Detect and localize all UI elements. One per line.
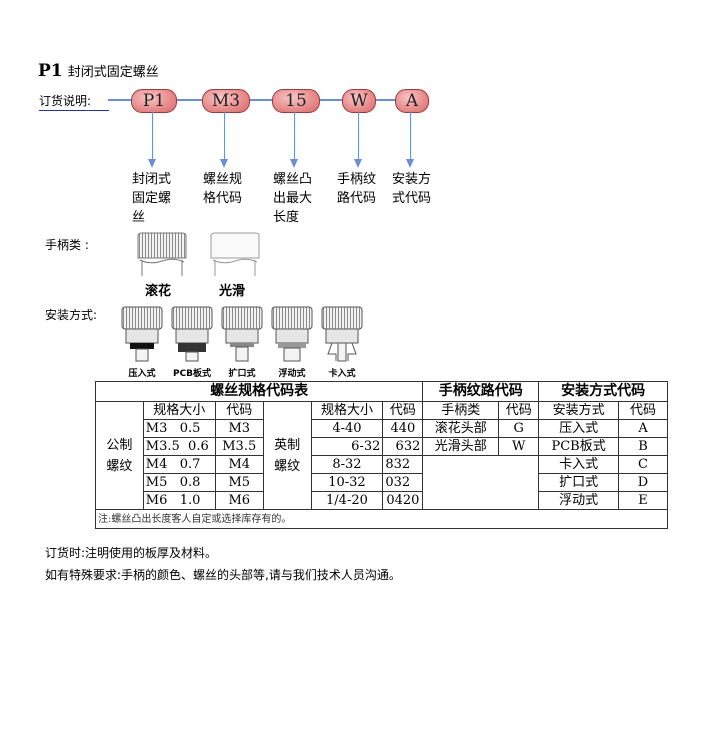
table-note: 注:螺丝凸出长度客人自定或选择库存有的。: [95, 509, 668, 529]
order-note: 订货时:注明使用的板厚及材料。: [45, 546, 218, 560]
col-size-metric: 规格大小: [142, 401, 216, 420]
snap-in-image: [321, 306, 363, 362]
col-code-imperial: 代码: [382, 401, 424, 420]
code-pill-install: A: [395, 89, 429, 113]
arrow-line: [224, 112, 225, 160]
table-row: M4 0.7 M4 8-32 832 卡入式 C: [96, 455, 668, 474]
desc-length: 螺丝凸 出最大 长度: [273, 172, 313, 225]
smooth-knob-image: [210, 232, 260, 276]
code-connector: [108, 99, 428, 101]
pattern-header: 手柄纹路代码: [422, 381, 540, 402]
special-request-note: 如有特殊要求:手柄的颜色、螺丝的头部等,请与我们技术人员沟通。: [45, 568, 401, 582]
code-pill-series: P1: [131, 89, 177, 113]
flare-mount-image: [221, 306, 263, 362]
pcb-mount-image: [171, 306, 213, 362]
mount-label-snap: 卡入式: [328, 369, 356, 379]
product-code: P1: [38, 61, 63, 81]
product-title: 封闭式固定螺丝: [67, 65, 159, 80]
arrow-head: [220, 159, 228, 168]
arrow-line: [294, 112, 295, 160]
col-install-type: 安装方式: [538, 401, 620, 420]
col-code-metric: 代码: [214, 401, 264, 420]
page-title: P1 封闭式固定螺丝: [38, 61, 159, 81]
smooth-label: 光滑: [219, 283, 246, 298]
code-pill-pattern: W: [342, 89, 376, 113]
col-size-imperial: 规格大小: [310, 401, 384, 420]
floating-mount-image: [271, 306, 313, 362]
arrow-head: [148, 159, 156, 168]
press-fit-image: [121, 306, 163, 362]
col-pattern-code: 代码: [498, 401, 540, 420]
spec-header: 螺丝规格代码表: [94, 381, 424, 402]
mounting-label: 安装方式:: [45, 308, 98, 322]
col-install-code: 代码: [618, 401, 668, 420]
arrow-line: [410, 112, 411, 160]
mount-label-floating: 浮动式: [278, 369, 306, 379]
mount-label-pcb: PCB板式: [172, 369, 212, 379]
desc-install: 安装方 式代码: [392, 172, 432, 206]
metric-label: 公制 螺纹: [95, 401, 144, 510]
spec-table: 螺丝规格代码表 手柄纹路代码 安装方式代码 公制 螺纹 规格大小 代码 英制 螺…: [94, 381, 668, 529]
table-row: M6 1.0 M6 1/4-20 0420 浮动式 E: [96, 491, 668, 510]
arrow-line: [152, 112, 153, 160]
arrow-head: [354, 159, 362, 168]
order-label: 订货说明:: [39, 94, 92, 108]
desc-series: 封闭式 固定螺 丝: [132, 172, 172, 225]
table-row: M3.5 0.6 M3.5 6-32 632 光滑头部 W PCB板式 B: [96, 437, 668, 456]
desc-pattern: 手柄纹 路代码: [337, 172, 377, 206]
knurled-label: 滚花: [145, 283, 172, 298]
code-pill-length: 15: [272, 89, 320, 113]
mount-label-press: 压入式: [128, 369, 156, 379]
arrow-line: [358, 112, 359, 160]
arrow-head: [406, 159, 414, 168]
desc-thread: 螺丝规 格代码: [203, 172, 243, 206]
order-underline: [39, 110, 109, 111]
table-row: M5 0.8 M5 10-32 032 扩口式 D: [96, 473, 668, 492]
col-pattern-type: 手柄类: [422, 401, 500, 420]
imperial-label: 英制 螺纹: [262, 401, 312, 510]
handle-type-label: 手柄类 :: [45, 238, 89, 252]
code-pill-thread: M3: [202, 89, 250, 113]
knurled-knob-image: [137, 232, 187, 276]
table-row: M3 0.5 M3 4-40 440 滚花头部 G 压入式 A: [96, 419, 668, 438]
install-header: 安装方式代码: [538, 381, 668, 402]
mount-label-flare: 扩口式: [228, 369, 256, 379]
arrow-head: [290, 159, 298, 168]
